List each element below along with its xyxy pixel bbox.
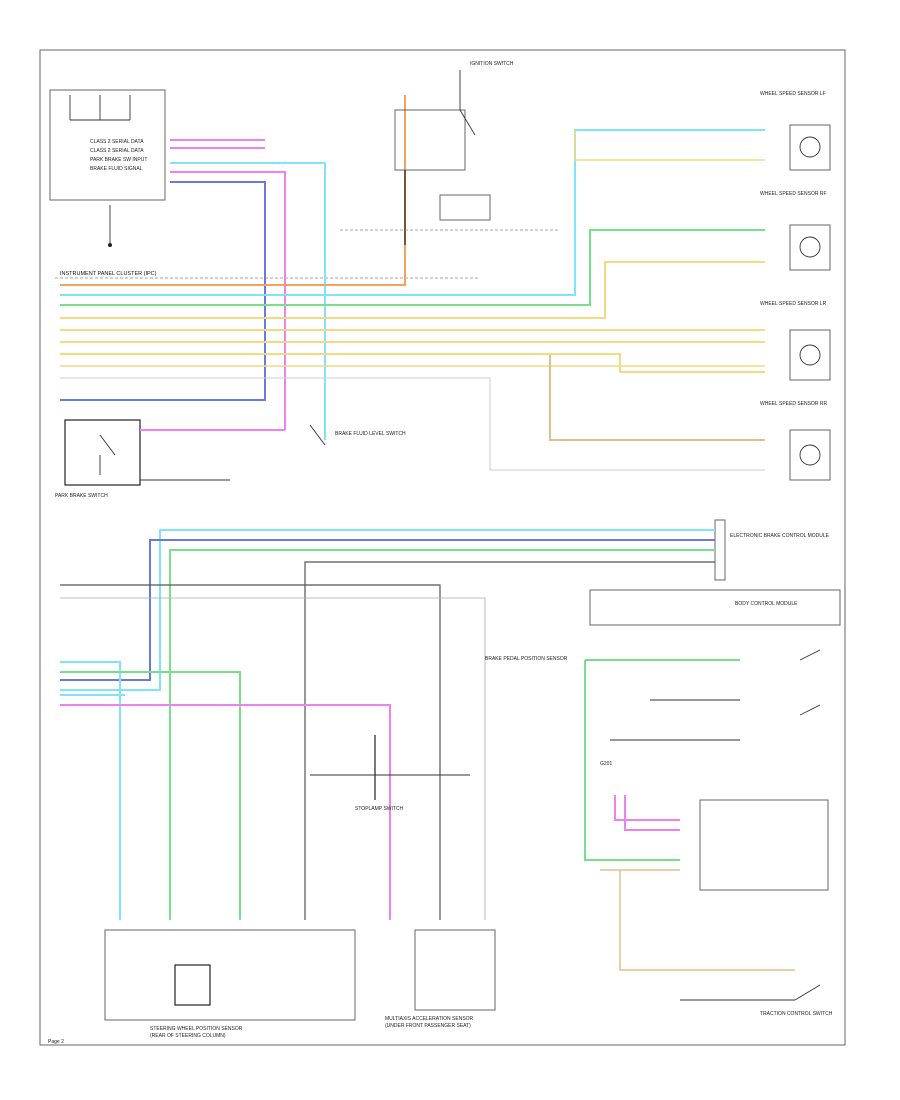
yaw-sensor-label: MULTIAXIS ACCELERATION SENSOR: [385, 1016, 474, 1022]
class2-hi-label: CLASS 2 SERIAL DATA: [90, 139, 144, 145]
park-brake-switch-label: PARK BRAKE SWITCH: [55, 493, 108, 499]
ebcm-bus-wires: [60, 529, 715, 920]
body-control-box: [589, 589, 841, 626]
park-brake-input-label: PARK BRAKE SW INPUT: [90, 157, 147, 163]
svg-text:WHEEL SPEED SENSOR LR: WHEEL SPEED SENSOR LR: [760, 301, 827, 307]
svg-text:WHEEL SPEED SENSOR LF: WHEEL SPEED SENSOR LF: [760, 91, 826, 97]
ground-label: G201: [600, 761, 612, 767]
yaw-sensor: [414, 929, 496, 1011]
traction-switch-label: TRACTION CONTROL SWITCH: [760, 1011, 833, 1017]
park-brake-switch: [64, 419, 141, 486]
brake-fluid-level-label: BRAKE FLUID LEVEL SWITCH: [335, 431, 406, 437]
wheel-speed-sensor-rf: WHEEL SPEED SENSOR RF: [760, 191, 831, 271]
yaw-sensor-sub: (UNDER FRONT PASSENGER SEAT): [385, 1023, 471, 1029]
steering-sensor-label: STEERING WHEEL POSITION SENSOR: [150, 1026, 243, 1032]
wheel-speed-sensor-rr: WHEEL SPEED SENSOR RR: [760, 401, 831, 481]
steering-sensor-sub: (REAR OF STEERING COLUMN): [150, 1033, 226, 1039]
wheel-speed-sensor-lr: WHEEL SPEED SENSOR LR: [760, 301, 831, 381]
ipc-bus-wires: [60, 95, 765, 471]
ignition-label: IGNITION SWITCH: [470, 61, 514, 67]
ebcm-connector: [714, 519, 726, 581]
cluster-wires: [60, 139, 326, 440]
svg-text:WHEEL SPEED SENSOR RR: WHEEL SPEED SENSOR RR: [760, 401, 827, 407]
brake-fluid-signal-label: BRAKE FLUID SIGNAL: [90, 166, 143, 172]
body-control-label: BODY CONTROL MODULE: [735, 601, 798, 607]
brake-pedal-pos-label: BRAKE PEDAL POSITION SENSOR: [485, 656, 568, 662]
cluster-header: INSTRUMENT PANEL CLUSTER (IPC): [60, 271, 157, 277]
diagram-frame: [39, 49, 846, 1046]
ipc-connector-box: [49, 89, 166, 201]
stoplamp-switch-label: STOPLAMP SWITCH: [355, 806, 404, 812]
page-ref: Page 2: [48, 1039, 64, 1045]
class2-lo-label: CLASS 2 SERIAL DATA: [90, 148, 144, 154]
ignition-relay: [394, 109, 466, 171]
traction-connector: [699, 799, 829, 891]
steering-wheel-sensor: [104, 929, 356, 1021]
svg-text:WHEEL SPEED SENSOR RF: WHEEL SPEED SENSOR RF: [760, 191, 827, 197]
wheel-speed-sensor-lf: WHEEL SPEED SENSOR LF: [760, 91, 831, 171]
ebcm-label: ELECTRONIC BRAKE CONTROL MODULE: [730, 533, 830, 539]
